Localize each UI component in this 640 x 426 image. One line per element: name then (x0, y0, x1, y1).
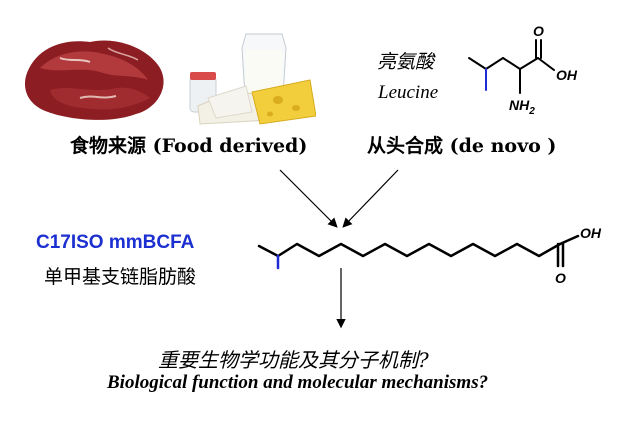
de-novo-label: 从头合成 (de novo ) (367, 135, 557, 157)
leucine-hydroxyl-atom: OH (556, 67, 578, 83)
fatty-acid-hydroxyl-atom: OH (580, 225, 602, 241)
fatty-acid-name-zh: 单甲基支链脂肪酸 (44, 266, 197, 288)
question-en: Biological function and molecular mechan… (107, 372, 489, 393)
leucine-amine-atom: NH2 (509, 97, 535, 117)
question-zh: 重要生物学功能及其分子机制? (158, 348, 429, 372)
arrow-food-to-acid (279, 169, 338, 228)
leucine-name-en: Leucine (378, 82, 439, 103)
fatty-acid-name-en: C17ISO mmBCFA (36, 232, 195, 253)
leucine-name-zh: 亮氨酸 (377, 51, 435, 73)
food-derived-label: 食物来源 (Food derived) (70, 135, 308, 157)
fatty-acid-oxygen-atom: O (555, 270, 566, 286)
meat-image (24, 40, 164, 120)
arrow-denovo-to-acid (342, 169, 399, 228)
leucine-oxygen-atom: O (533, 23, 544, 39)
fatty-acid-structure (257, 234, 580, 270)
arrows (279, 169, 399, 329)
dairy-image (189, 33, 316, 125)
leucine-structure (468, 39, 555, 94)
food-images (24, 33, 316, 125)
